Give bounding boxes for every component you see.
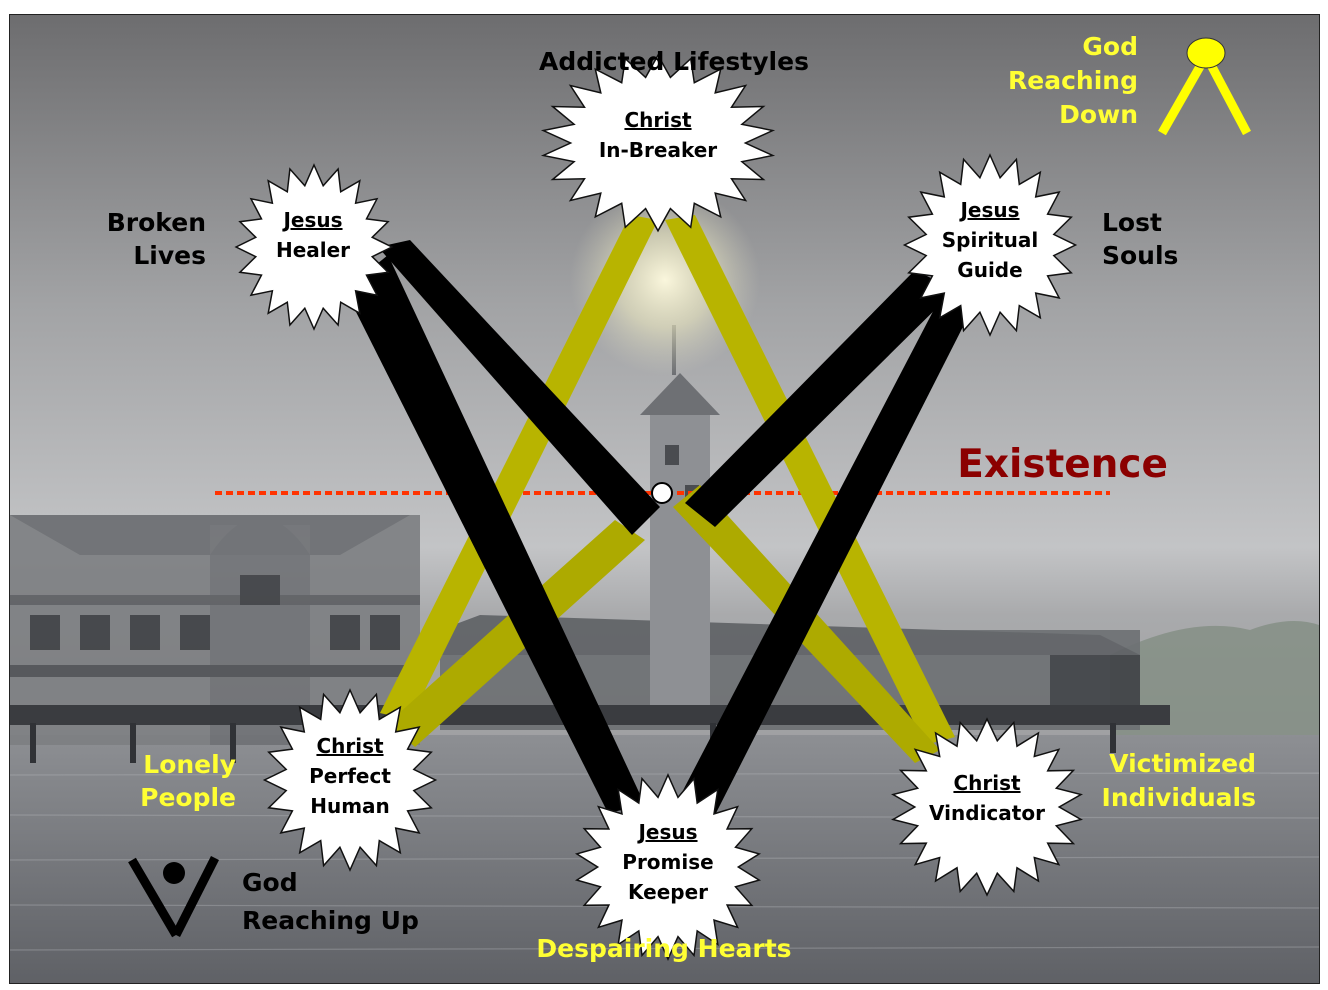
node-christ-perfect-human: Christ Perfect Human bbox=[309, 734, 391, 818]
node-jesus-promise-keeper: Jesus Promise Keeper bbox=[622, 820, 713, 904]
node-healer-role: Healer bbox=[276, 238, 350, 262]
black-band-right-outer bbox=[678, 298, 973, 815]
legend-god-reaching-up: God Reaching Up bbox=[128, 855, 419, 938]
yellow-band-right-outer bbox=[665, 215, 955, 745]
node-keeper-role-1: Promise bbox=[622, 850, 713, 874]
node-inbreaker-title: Christ bbox=[624, 108, 692, 132]
label-broken-line-1: Broken bbox=[107, 208, 206, 237]
label-lonely-line-1: Lonely bbox=[143, 750, 236, 779]
starburst-human bbox=[262, 688, 438, 872]
node-guide-role-1: Spiritual bbox=[942, 228, 1038, 252]
starburst-vindicator bbox=[891, 717, 1083, 897]
label-victimized-line-1: Victimized bbox=[1109, 749, 1256, 778]
node-christ-vindicator: Christ Vindicator bbox=[929, 771, 1045, 825]
node-christ-inbreaker: Christ In-Breaker bbox=[599, 108, 717, 162]
node-jesus-healer: Jesus Healer bbox=[276, 208, 350, 262]
legend-up-line-1: God bbox=[242, 868, 298, 897]
reaching-up-icon bbox=[128, 855, 220, 938]
node-keeper-role-2: Keeper bbox=[628, 880, 708, 904]
yellow-band-left-inner bbox=[388, 520, 645, 747]
starburst-keeper bbox=[574, 773, 762, 961]
center-point bbox=[651, 482, 673, 504]
label-victimized-line-2: Individuals bbox=[1102, 783, 1256, 812]
node-human-role-1: Perfect bbox=[309, 764, 391, 788]
label-broken-line-2: Lives bbox=[133, 241, 206, 270]
node-vindicator-role: Vindicator bbox=[929, 801, 1045, 825]
black-band-left-inner bbox=[378, 240, 660, 535]
starburst-nodes bbox=[234, 53, 1083, 961]
node-human-title: Christ bbox=[316, 734, 384, 758]
node-inbreaker-role: In-Breaker bbox=[599, 138, 717, 162]
label-addicted-lifestyles: Addicted Lifestyles bbox=[539, 47, 809, 76]
label-existence: Existence bbox=[957, 442, 1168, 487]
label-lost-line-1: Lost bbox=[1102, 208, 1162, 237]
starburst-guide bbox=[902, 153, 1078, 337]
black-band-left-outer bbox=[345, 255, 645, 813]
node-healer-title: Jesus bbox=[281, 208, 342, 232]
node-guide-title: Jesus bbox=[958, 198, 1019, 222]
label-lost-line-2: Souls bbox=[1102, 241, 1178, 270]
diagram-canvas: Christ In-Breaker Jesus Healer Jesus Spi… bbox=[10, 15, 1319, 983]
legend-up-line-2: Reaching Up bbox=[242, 906, 419, 935]
legend-down-line-3: Down bbox=[1059, 100, 1138, 129]
node-guide-role-2: Guide bbox=[957, 258, 1022, 282]
black-bands bbox=[345, 240, 973, 815]
node-human-role-2: Human bbox=[310, 794, 390, 818]
node-jesus-spiritual-guide: Jesus Spiritual Guide bbox=[942, 198, 1038, 282]
node-vindicator-title: Christ bbox=[953, 771, 1021, 795]
black-band-right-inner bbox=[685, 270, 955, 527]
label-despairing-hearts: Despairing Hearts bbox=[536, 934, 791, 963]
reaching-down-icon bbox=[1158, 37, 1251, 136]
legend-down-line-2: Reaching bbox=[1008, 66, 1138, 95]
legend-down-line-1: God bbox=[1082, 32, 1138, 61]
yellow-band-left-outer bbox=[380, 215, 658, 720]
legend-god-reaching-down: God Reaching Down bbox=[1008, 32, 1251, 136]
starburst-inbreaker bbox=[540, 53, 776, 233]
diagram-frame: Christ In-Breaker Jesus Healer Jesus Spi… bbox=[9, 14, 1320, 984]
label-lonely-line-2: People bbox=[140, 783, 236, 812]
starburst-healer bbox=[234, 163, 394, 331]
node-keeper-title: Jesus bbox=[636, 820, 697, 844]
